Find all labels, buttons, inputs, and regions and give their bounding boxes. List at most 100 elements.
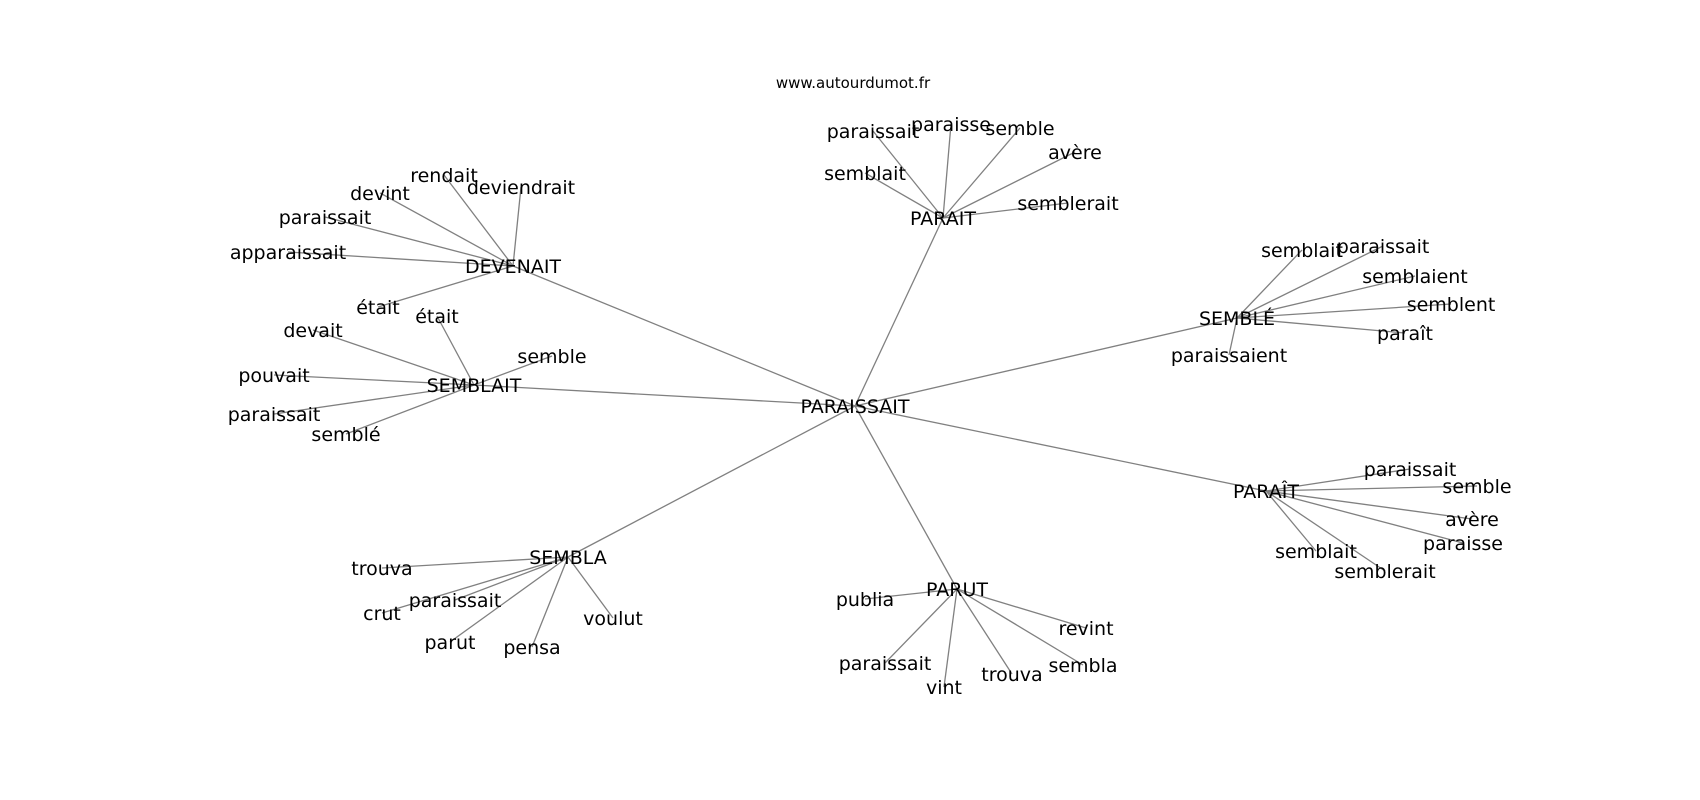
edge-semble-paraissaient	[1228, 317, 1238, 356]
edge-root-parut	[854, 405, 958, 590]
edge-parait-semble	[1265, 485, 1478, 492]
node-leaf-parait: paraît	[1377, 323, 1433, 345]
node-leaf-trouva: trouva	[351, 558, 412, 580]
graph-labels: PARAISSAITPARAITparaissaitparaissesemble…	[228, 114, 1512, 699]
node-leaf-paraissait: paraissait	[839, 653, 932, 675]
edge-devenait-devint	[379, 192, 514, 267]
edge-parait-semblerait	[942, 202, 1069, 219]
edge-semble-semblait	[1236, 249, 1303, 319]
node-leaf-voulut: voulut	[583, 608, 643, 630]
edge-sembla-pensa	[531, 556, 569, 648]
node-leaf-paraisse: paraisse	[911, 114, 991, 136]
edge-semble-semblent	[1236, 303, 1452, 319]
node-hub-sembla: SEMBLA	[529, 547, 607, 569]
edge-root-sembla	[567, 405, 856, 558]
node-leaf-etait: était	[415, 306, 459, 328]
node-leaf-semblait: semblait	[1275, 541, 1357, 563]
edge-parut-revint	[956, 588, 1087, 629]
node-leaf-publia: publia	[836, 589, 894, 611]
node-leaf-semble: semblé	[311, 424, 380, 446]
edge-parut-vint	[943, 588, 958, 688]
edge-devenait-etait	[377, 265, 514, 308]
node-leaf-semblent: semblent	[1407, 294, 1496, 316]
edge-sembla-crut	[381, 556, 569, 614]
node-hub-semblait: SEMBLAIT	[427, 375, 522, 397]
edge-semble-parait	[1236, 317, 1406, 334]
node-leaf-paraissait: paraissait	[1337, 236, 1430, 258]
node-leaf-paraissait: paraissait	[827, 121, 920, 143]
edge-parut-paraissait	[884, 588, 958, 664]
edge-parait-semblerait	[1265, 490, 1386, 572]
edge-root-devenait	[512, 265, 856, 407]
node-hub-parait: PARAIT	[910, 208, 976, 230]
node-leaf-pouvait: pouvait	[238, 365, 309, 387]
node-leaf-avere: avère	[1445, 509, 1499, 531]
node-leaf-semblait: semblait	[824, 163, 906, 185]
node-hub-devenait: DEVENAIT	[465, 256, 561, 278]
edge-parait-avere	[942, 151, 1076, 219]
edge-devenait-apparaissait	[287, 251, 514, 267]
node-leaf-paraissait: paraissait	[1364, 459, 1457, 481]
node-leaf-devait: devait	[283, 320, 342, 342]
node-leaf-sembla: sembla	[1048, 655, 1117, 677]
node-leaf-avere: avère	[1048, 142, 1102, 164]
node-leaf-semblerait: semblerait	[1334, 561, 1435, 583]
node-leaf-apparaissait: apparaissait	[230, 242, 346, 264]
edge-sembla-voulut	[567, 556, 614, 619]
edge-parait-semblait	[864, 172, 944, 219]
node-leaf-semblaient: semblaient	[1362, 266, 1468, 288]
node-leaf-semble: semble	[985, 118, 1054, 140]
node-leaf-paraisse: paraisse	[1423, 533, 1503, 555]
node-leaf-parut: parut	[424, 632, 475, 654]
edge-semblait-pouvait	[273, 374, 475, 386]
node-leaf-vint: vint	[926, 677, 962, 699]
node-leaf-deviendrait: deviendrait	[467, 177, 575, 199]
edge-parait-semblait	[1265, 490, 1317, 552]
edge-parut-trouva	[956, 588, 1013, 675]
edge-parait-paraissait	[1265, 468, 1411, 492]
edge-parait-paraisse	[1265, 490, 1464, 544]
edge-root-parait	[854, 405, 1267, 492]
edge-root-parait	[854, 217, 944, 407]
node-leaf-devint: devint	[350, 183, 410, 205]
edge-parait-avere	[1265, 490, 1473, 520]
edge-parait-semble	[942, 127, 1021, 219]
edge-semble-paraissait	[1236, 245, 1384, 319]
edge-semblait-devait	[312, 329, 475, 386]
edge-devenait-rendait	[443, 174, 514, 267]
edge-semblait-etait	[436, 315, 475, 386]
edge-semblait-paraissait	[273, 384, 475, 415]
edge-parut-publia	[864, 588, 958, 600]
edge-sembla-paraissait	[454, 556, 569, 601]
edge-semblait-semble	[345, 384, 475, 435]
site-url: www.autourdumot.fr	[776, 74, 931, 92]
node-leaf-pensa: pensa	[503, 637, 560, 659]
node-leaf-semblerait: semblerait	[1017, 193, 1118, 215]
node-hub-parait: PARAÎT	[1233, 480, 1299, 503]
edge-devenait-deviendrait	[512, 186, 522, 267]
edge-parut-sembla	[956, 588, 1084, 666]
edge-root-semble	[854, 317, 1238, 407]
node-hub-parut: PARUT	[926, 579, 988, 601]
edge-sembla-trouva	[381, 556, 569, 569]
node-leaf-trouva: trouva	[981, 664, 1042, 686]
node-leaf-etait: était	[356, 297, 400, 319]
node-hub-semble: SEMBLÉ	[1199, 307, 1275, 330]
node-leaf-semble: semble	[1442, 476, 1511, 498]
node-leaf-paraissait: paraissait	[409, 590, 502, 612]
node-leaf-semblait: semblait	[1261, 240, 1343, 262]
node-leaf-revint: revint	[1058, 618, 1113, 640]
edge-semble-semblaient	[1236, 275, 1416, 319]
node-leaf-crut: crut	[363, 603, 401, 625]
edge-root-semblait	[473, 384, 856, 407]
node-leaf-paraissait: paraissait	[228, 404, 321, 426]
node-leaf-paraissait: paraissait	[279, 207, 372, 229]
node-leaf-rendait: rendait	[410, 165, 478, 187]
edge-devenait-paraissait	[324, 216, 514, 267]
edge-sembla-parut	[449, 556, 569, 643]
node-leaf-semble: semble	[517, 346, 586, 368]
edge-parait-paraisse	[942, 123, 952, 219]
edge-semblait-semble	[473, 355, 553, 386]
graph-edges	[273, 123, 1478, 688]
